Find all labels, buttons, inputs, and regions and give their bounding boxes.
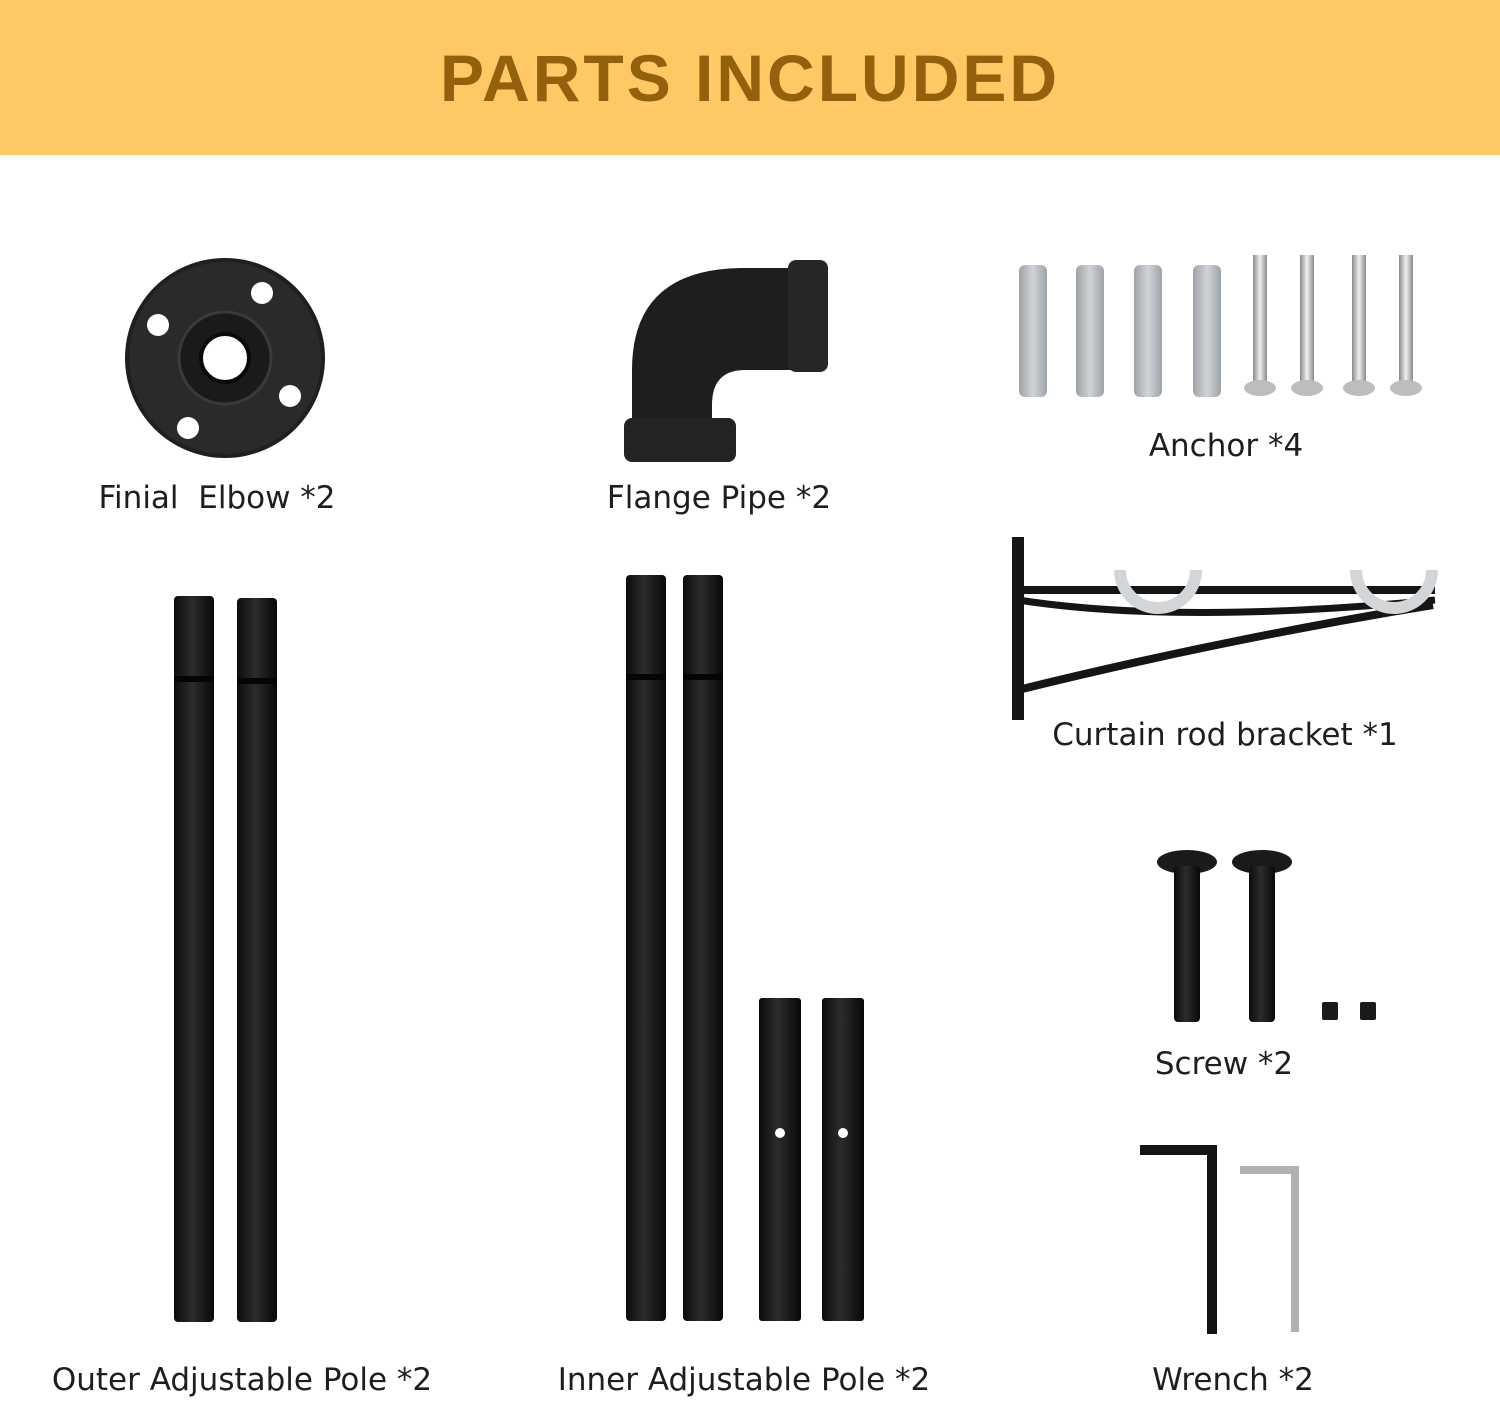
hex-bolt-icon (1157, 850, 1376, 1022)
header-banner: PARTS INCLUDED (0, 0, 1500, 155)
flange-icon (125, 258, 325, 458)
elbow-pipe-icon (624, 260, 828, 462)
part-label-inner-pole: Inner Adjustable Pole *2 (557, 1362, 931, 1398)
part-label-anchor: Anchor *4 (1148, 428, 1304, 464)
part-label-screw: Screw *2 (1154, 1046, 1294, 1082)
part-label-flange-pipe: Flange Pipe *2 (606, 480, 832, 516)
wood-screw-icon (1244, 255, 1422, 396)
inner-pole-icon (626, 575, 864, 1321)
wall-anchor-icon (1019, 265, 1221, 397)
part-label-finial-elbow: Finial Elbow *2 (98, 480, 336, 516)
outer-pole-icon (174, 596, 277, 1322)
page-title: PARTS INCLUDED (439, 40, 1061, 115)
part-label-outer-pole: Outer Adjustable Pole *2 (51, 1362, 433, 1398)
part-label-wrench: Wrench *2 (1152, 1362, 1314, 1398)
curtain-bracket-icon (1012, 537, 1438, 720)
hex-key-icon (1140, 1145, 1299, 1334)
part-label-curtain-rod-bracket: Curtain rod bracket *1 (1052, 717, 1398, 753)
